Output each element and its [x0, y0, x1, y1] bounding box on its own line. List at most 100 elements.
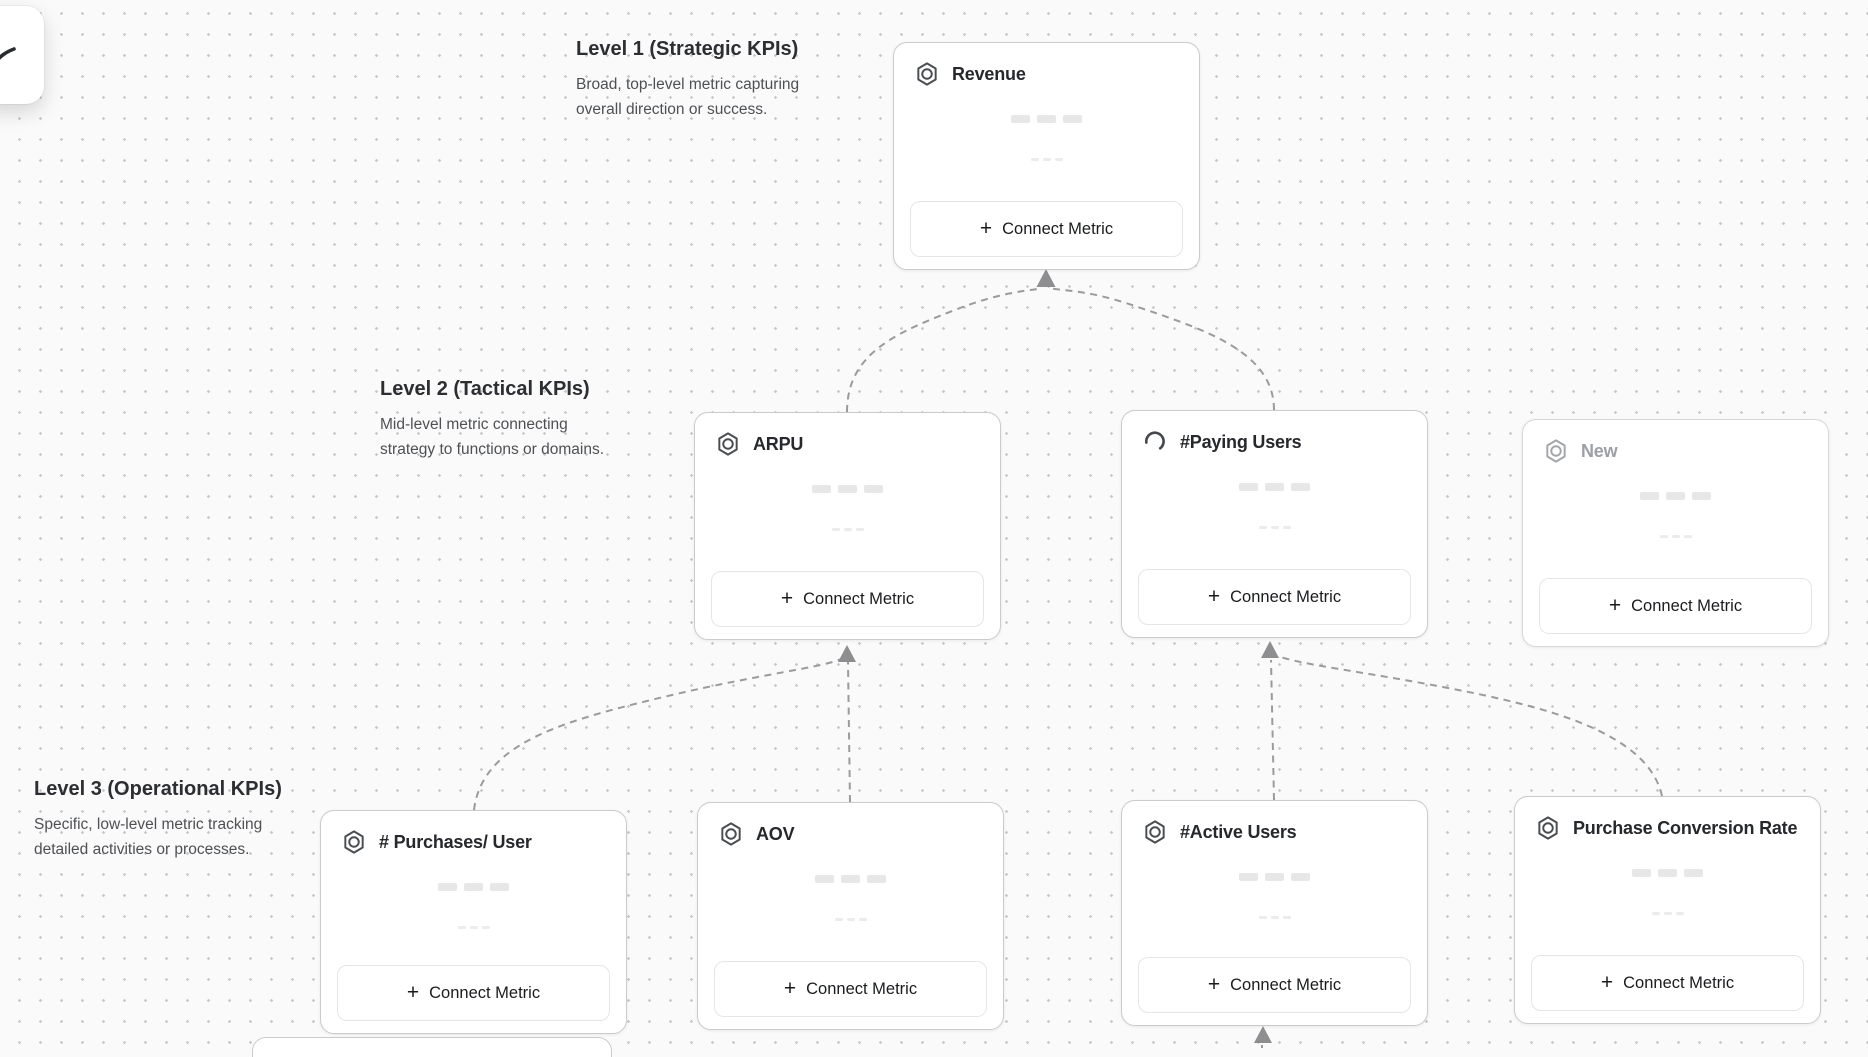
skeleton-row: [1523, 492, 1828, 500]
skeleton-bar: [1291, 483, 1310, 491]
skeleton-bar: [1258, 916, 1267, 919]
metric-card-revenue[interactable]: Revenue + Connect Metric: [893, 42, 1200, 270]
skeleton-bar: [1063, 115, 1082, 123]
arrowhead-arpu: [838, 645, 856, 662]
connect-metric-button[interactable]: + Connect Metric: [1138, 957, 1411, 1013]
skeleton-bar: [867, 875, 886, 883]
connect-metric-label: Connect Metric: [1623, 973, 1735, 992]
skeleton-bar: [815, 875, 834, 883]
skeleton-bar: [1239, 483, 1258, 491]
level-2-description-line1: Mid-level metric connecting: [380, 416, 568, 433]
skeleton-bar: [1282, 916, 1291, 919]
spinner-icon: [1142, 429, 1168, 455]
skeleton-row: [894, 158, 1199, 161]
skeleton-row: [1122, 873, 1427, 881]
connect-metric-button[interactable]: + Connect Metric: [1138, 569, 1411, 625]
skeleton-row: [1122, 916, 1427, 919]
level-3-description-line2: detailed activities or processes.: [34, 841, 250, 858]
plus-icon: +: [783, 976, 797, 1000]
skeleton-row: [1122, 483, 1427, 491]
skeleton-row: [321, 926, 626, 929]
skeleton-row: [695, 485, 1000, 493]
card-title: AOV: [756, 823, 795, 844]
skeleton-row: [695, 528, 1000, 531]
skeleton-row: [1122, 526, 1427, 529]
skeleton-bar: [812, 485, 831, 493]
card-header: AOV: [718, 821, 795, 847]
card-title: Purchase Conversion Rate: [1573, 817, 1798, 838]
skeleton-bar: [1037, 115, 1056, 123]
metric-hexagon-icon: [341, 829, 367, 855]
skeleton-bar: [1282, 526, 1291, 529]
arrowhead-active-users: [1254, 1026, 1272, 1043]
metric-card-new[interactable]: New + Connect Metric: [1522, 419, 1829, 647]
level-3-description: Specific, low-level metric tracking detai…: [34, 812, 262, 862]
level-3-title: Level 3 (Operational KPIs): [34, 778, 282, 800]
plus-icon: +: [1600, 970, 1614, 994]
connector-purchases-to-arpu: [473, 658, 842, 811]
connect-metric-button[interactable]: + Connect Metric: [1539, 578, 1812, 634]
level-1-title: Level 1 (Strategic KPIs): [576, 38, 799, 60]
level-1-description-line2: overall direction or success.: [576, 101, 768, 118]
skeleton-bar: [1270, 916, 1279, 919]
connector-pcr-to-paying-users: [1277, 655, 1663, 797]
skeleton-bar: [481, 926, 490, 929]
metric-card-paying-users[interactable]: #Paying Users + Connect Metric: [1121, 410, 1428, 638]
connect-metric-button[interactable]: + Connect Metric: [711, 571, 984, 627]
arrowhead-revenue: [1036, 269, 1056, 287]
connect-metric-button[interactable]: + Connect Metric: [337, 965, 610, 1021]
skeleton-bar: [1692, 492, 1711, 500]
skeleton-row: [321, 883, 626, 891]
connect-metric-label: Connect Metric: [803, 589, 915, 608]
floating-tool-panel[interactable]: [0, 6, 44, 104]
card-header: #Active Users: [1142, 819, 1297, 845]
metric-hexagon-icon: [1142, 819, 1168, 845]
metric-card-purchase-conversion-rate[interactable]: Purchase Conversion Rate + Connect Metri…: [1514, 796, 1821, 1024]
connector-paying-users-to-revenue: [1049, 287, 1275, 411]
skeleton-bar: [831, 528, 840, 531]
plus-icon: +: [1207, 584, 1221, 608]
skeleton-bar: [1671, 535, 1680, 538]
metric-card-arpu[interactable]: ARPU + Connect Metric: [694, 412, 1001, 640]
plus-icon: +: [1207, 972, 1221, 996]
card-title: #Active Users: [1180, 821, 1297, 842]
level-3-description-line1: Specific, low-level metric tracking: [34, 816, 263, 833]
skeleton-bar: [1239, 873, 1258, 881]
skeleton-bar: [1683, 535, 1692, 538]
card-header: Purchase Conversion Rate: [1535, 815, 1797, 841]
card-title: New: [1581, 440, 1618, 461]
skeleton-bar: [1651, 912, 1660, 915]
plus-icon: +: [406, 980, 420, 1004]
plus-icon: +: [1608, 593, 1622, 617]
connect-metric-button[interactable]: + Connect Metric: [910, 201, 1183, 257]
skeleton-bar: [858, 918, 867, 921]
skeleton-row: [894, 115, 1199, 123]
skeleton-bar: [841, 875, 860, 883]
connect-metric-label: Connect Metric: [429, 983, 541, 1002]
metric-card-partial[interactable]: [252, 1037, 612, 1057]
metric-card-active-users[interactable]: #Active Users + Connect Metric: [1121, 800, 1428, 1026]
skeleton-bar: [838, 485, 857, 493]
connector-active-users-to-paying-users: [1270, 659, 1275, 801]
metric-card-aov[interactable]: AOV + Connect Metric: [697, 802, 1004, 1030]
skeleton-row: [1515, 912, 1820, 915]
connect-metric-button[interactable]: + Connect Metric: [1531, 955, 1804, 1011]
level-2-description-line2: strategy to functions or domains.: [380, 441, 605, 458]
skeleton-bar: [1640, 492, 1659, 500]
skeleton-row: [1523, 535, 1828, 538]
skeleton-bar: [855, 528, 864, 531]
skeleton-bar: [1011, 115, 1030, 123]
metric-hexagon-icon: [718, 821, 744, 847]
skeleton-bar: [1291, 873, 1310, 881]
skeleton-row: [698, 918, 1003, 921]
level-1-description-line1: Broad, top-level metric capturing: [576, 76, 800, 93]
skeleton-bar: [834, 918, 843, 921]
connect-metric-button[interactable]: + Connect Metric: [714, 961, 987, 1017]
skeleton-bar: [457, 926, 466, 929]
skeleton-bar: [846, 918, 855, 921]
card-header: Revenue: [914, 61, 1026, 87]
plus-icon: +: [780, 586, 794, 610]
metric-card-purchases-per-user[interactable]: # Purchases/ User + Connect Metric: [320, 810, 627, 1034]
skeleton-bar: [1632, 869, 1651, 877]
